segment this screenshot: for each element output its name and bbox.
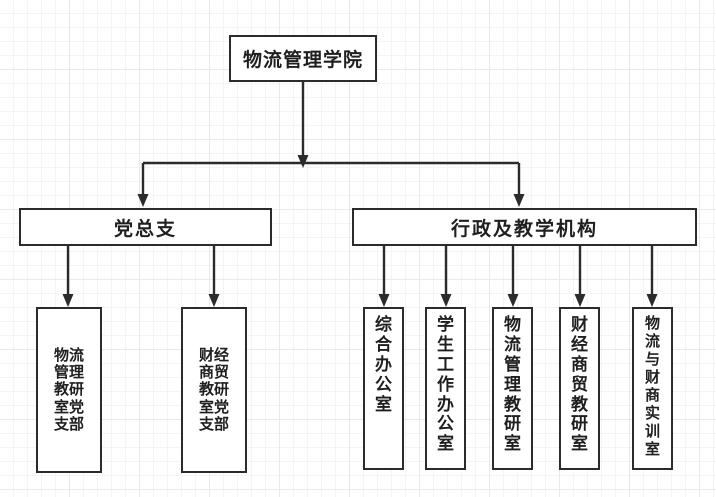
arrow-admin-child-1 [378,294,390,307]
node-student-affairs-office[interactable]: 学生工作办公室 [425,307,466,470]
node-party-committee-label: 党总支 [113,218,177,240]
node-training-room[interactable]: 物流与财商实训室 [632,307,673,470]
node-root[interactable]: 物流管理学院 [229,35,377,82]
arrow-admin [513,194,525,207]
arrow-admin-child-5 [646,294,658,307]
arrow-party-child-2 [208,294,220,307]
node-finance-teaching-office[interactable]: 财经商贸教研室 [559,307,600,470]
node-logistics-party-branch[interactable]: 物流管理教研室党支部 [36,307,102,473]
node-student-affairs-office-label: 学生工作办公室 [437,315,454,454]
node-general-office-label: 综合办公室 [375,315,392,414]
arrow-admin-child-3 [507,294,519,307]
node-logistics-teaching-office-label: 物流管理教研室 [504,315,521,454]
node-root-label: 物流管理学院 [242,50,363,71]
node-admin-teaching-label: 行政及教学机构 [450,218,598,240]
arrow-party-child-1 [62,294,74,307]
arrow-admin-child-2 [440,294,452,307]
arrow-root-stem [297,155,309,168]
node-logistics-teaching-office[interactable]: 物流管理教研室 [492,307,533,470]
node-training-room-label: 物流与财商实训室 [644,315,660,458]
node-admin-teaching[interactable]: 行政及教学机构 [352,208,697,246]
node-finance-party-branch[interactable]: 财经商贸教研室党支部 [181,307,247,473]
node-general-office[interactable]: 综合办公室 [363,307,404,470]
arrow-admin-child-4 [574,294,586,307]
node-finance-teaching-office-label: 财经商贸教研室 [571,315,588,454]
node-finance-party-branch-label: 财经商贸教研室党支部 [198,346,229,434]
node-party-committee[interactable]: 党总支 [19,208,272,246]
arrow-party [137,194,149,207]
node-logistics-party-branch-label: 物流管理教研室党支部 [53,346,84,434]
